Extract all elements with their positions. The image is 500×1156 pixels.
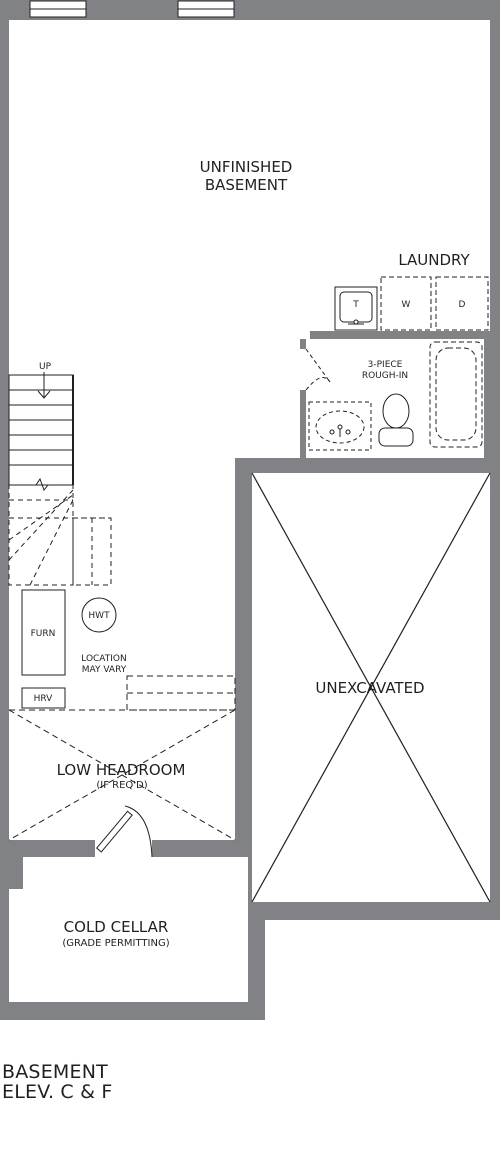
hrv-label: HRV [34,694,54,704]
furnace-label: FURN [31,629,56,639]
rough-in-label-1: 3-PIECE [368,360,403,370]
cold-cellar-label: COLD CELLAR [64,918,169,936]
if-reqd-label: (IF REQ'D) [96,780,147,791]
location-label-2: MAY VARY [82,665,127,675]
dryer-label: D [459,300,466,310]
unexcavated-cross [251,472,491,903]
furnace [21,589,66,676]
toilet [378,393,414,447]
windows [29,0,235,18]
stairs [8,374,74,492]
plan-elevation: ELEV. C & F [2,1081,113,1103]
cold-cellar-door [95,805,153,858]
exterior-walls [0,0,500,1020]
vanity-sink [308,401,372,451]
stairs-dashed [8,484,112,586]
plan-title: BASEMENT [2,1061,108,1083]
washer-label: W [402,300,411,310]
location-label-1: LOCATION [81,654,127,664]
hrv-unit [21,687,66,709]
grade-permitting-label: (GRADE PERMITTING) [62,938,169,949]
low-headroom-lines [8,675,236,841]
unfinished-basement-label-2: BASEMENT [205,176,288,194]
rough-in-label-2: ROUGH-IN [362,371,408,381]
laundry-tub [334,286,378,331]
washer [380,276,432,331]
bathtub [429,341,483,448]
unfinished-basement-label-1: UNFINISHED [200,158,293,176]
unexcavated-label: UNEXCAVATED [315,679,424,697]
hot-water-tank [81,597,117,633]
stairs-up-label: UP [39,362,52,372]
plan-title-block: BASEMENT ELEV. C & F [2,1062,113,1102]
cold-cellar-interior [9,857,248,1002]
up-arrow-icon [37,372,51,399]
dryer [435,276,489,331]
bathroom-door-swing [305,348,331,391]
laundry-label: LAUNDRY [398,251,470,269]
low-headroom-label: LOW HEADROOM [57,761,186,779]
tub-label: T [352,300,359,310]
hwt-label: HWT [88,611,110,621]
faucet-icon [329,424,351,437]
